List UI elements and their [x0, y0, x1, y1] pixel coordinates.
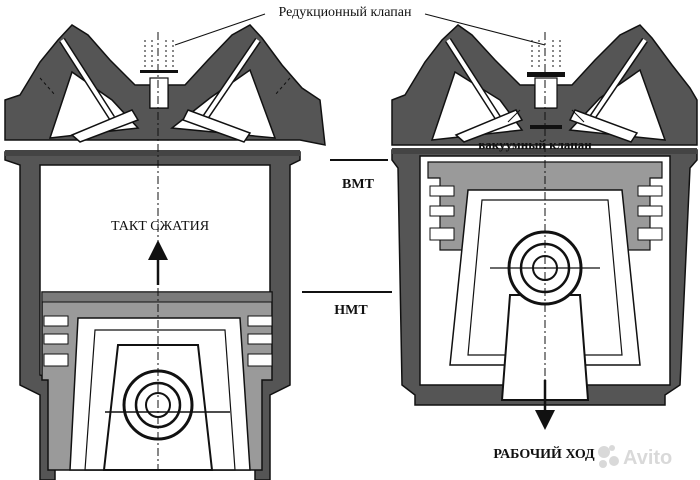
compression-label: ТАКТ СЖАТИЯ	[111, 219, 209, 234]
avito-watermark: Avito	[598, 445, 672, 469]
bdc-label: НМТ	[334, 303, 368, 318]
relief-leader-left	[174, 13, 266, 46]
avito-dots-icon	[598, 445, 619, 468]
power-stroke-label: РАБОЧИЙ ХОД	[493, 445, 595, 462]
tdc-label: ВМТ	[342, 177, 375, 192]
vacuum-valve-label: вакуумный клапан	[478, 137, 592, 152]
right-valves	[445, 38, 648, 143]
relief-leader-right	[424, 13, 546, 46]
avito-watermark-text: Avito	[623, 447, 672, 469]
left-valves	[39, 38, 291, 143]
left-cylinder-head	[4, 24, 326, 146]
left-cylinder-walls	[4, 150, 301, 480]
relief-valve-label: Редукционный клапан	[279, 5, 412, 20]
